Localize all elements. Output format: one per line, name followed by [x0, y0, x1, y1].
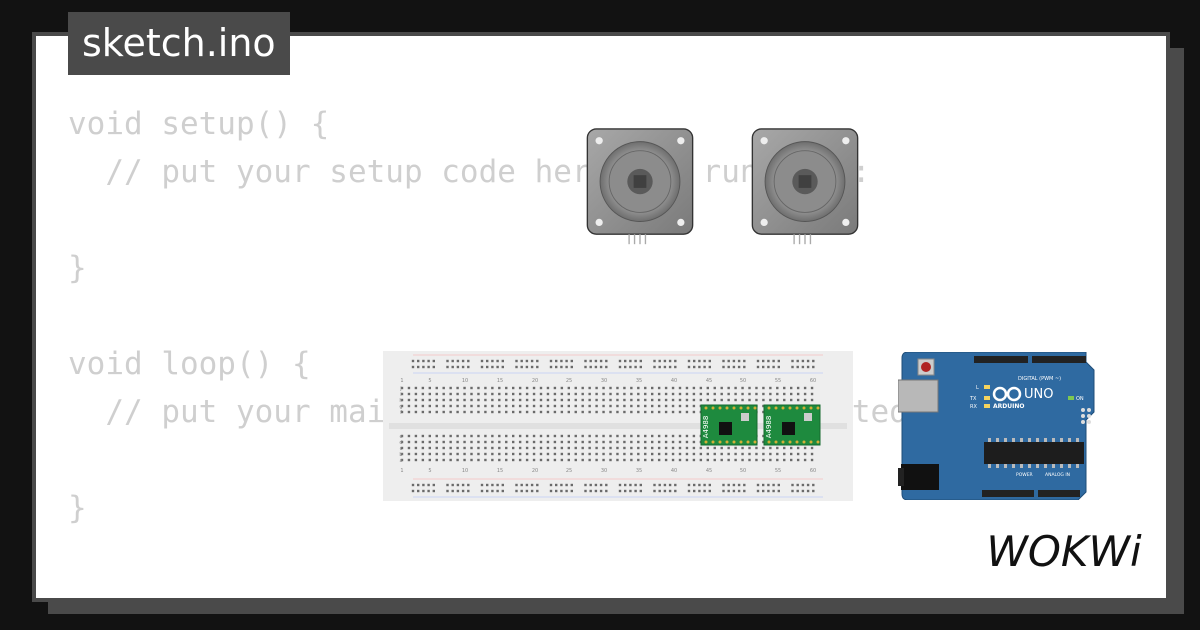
bb-col-label: 5: [428, 378, 431, 384]
status-leds: L TX RX ON: [969, 385, 1084, 410]
bb-col-label: 55: [775, 468, 781, 474]
bb-col-label: 50: [740, 468, 746, 474]
bb-col-label: 30: [601, 378, 607, 384]
arduino-brand: ARDUINO: [993, 403, 1024, 410]
driver-2-label: A4988: [765, 416, 773, 439]
arduino-logo: [992, 386, 1022, 402]
driver-1-label: A4988: [702, 416, 710, 439]
bb-col-label: 20: [532, 468, 538, 474]
stepper-motor-1: [586, 128, 694, 245]
bb-col-label: 15: [497, 378, 503, 384]
led-on-label: ON: [1076, 396, 1084, 402]
bb-col-label: 60: [810, 468, 816, 474]
wokwi-logo: WOKWi: [986, 528, 1142, 576]
breadboard-row-labels: j i h g f e d c b a: [399, 386, 402, 464]
sketch-filename-tab: sketch.ino: [68, 12, 290, 75]
bb-col-label: 35: [636, 468, 642, 474]
bb-col-label: 1: [400, 468, 403, 474]
a4988-driver-2: A4988: [763, 404, 821, 446]
breadboard-column-labels: 1 5 10 15 20 25 30 35 40 45 50 55 60 1 5…: [400, 378, 816, 474]
led-rx-label: RX: [970, 404, 977, 410]
bb-col-label: 30: [601, 468, 607, 474]
bb-col-label: 50: [740, 378, 746, 384]
analog-label: ANALOG IN: [1045, 472, 1070, 478]
digital-label: DIGITAL (PWM ~): [1018, 376, 1061, 382]
bb-col-label: 20: [532, 378, 538, 384]
bb-col-label: 45: [706, 378, 712, 384]
preview-card: [32, 32, 1170, 602]
bb-col-label: 55: [775, 378, 781, 384]
bb-col-label: 10: [462, 378, 468, 384]
bb-col-label: 60: [810, 378, 816, 384]
a4988-driver-1: A4988: [700, 404, 758, 446]
bb-col-label: 15: [497, 468, 503, 474]
bb-row-label: h: [399, 398, 402, 404]
stepper-motor-2: [751, 128, 859, 245]
bb-row-label: b: [399, 452, 402, 458]
bb-row-label: c: [400, 446, 403, 452]
led-l-label: L: [976, 385, 979, 391]
bb-col-label: 25: [566, 468, 572, 474]
bb-row-label: a: [399, 458, 402, 464]
bb-col-label: 45: [706, 468, 712, 474]
breadboard: 1 5 10 15 20 25 30 35 40 45 50 55 60 1 5…: [383, 351, 853, 501]
led-tx-label: TX: [969, 396, 977, 402]
bb-row-label: j: [399, 386, 401, 392]
code-line: }: [68, 250, 87, 286]
wokwi-logo-text: WOKWi: [986, 528, 1142, 576]
bb-col-label: 40: [671, 378, 677, 384]
arduino-uno-board: L TX RX ON UNO ARDUINO DIGITAL (PWM ~) P…: [898, 352, 1095, 500]
bb-row-label: i: [400, 392, 401, 398]
code-line: [68, 292, 964, 340]
bb-row-label: d: [399, 440, 402, 446]
bb-row-label: g: [399, 404, 402, 410]
bb-col-label: 10: [462, 468, 468, 474]
power-label: POWER: [1016, 472, 1033, 478]
bb-col-label: 5: [428, 468, 431, 474]
bb-row-label: f: [400, 410, 402, 416]
bb-row-label: e: [399, 434, 402, 440]
bb-col-label: 40: [671, 468, 677, 474]
bb-col-label: 1: [400, 378, 403, 384]
bb-col-label: 35: [636, 378, 642, 384]
code-line: }: [68, 490, 87, 526]
arduino-model: UNO: [1024, 387, 1053, 402]
code-line: void loop() {: [68, 346, 311, 382]
bb-col-label: 25: [566, 378, 572, 384]
code-line: void setup() {: [68, 106, 330, 142]
